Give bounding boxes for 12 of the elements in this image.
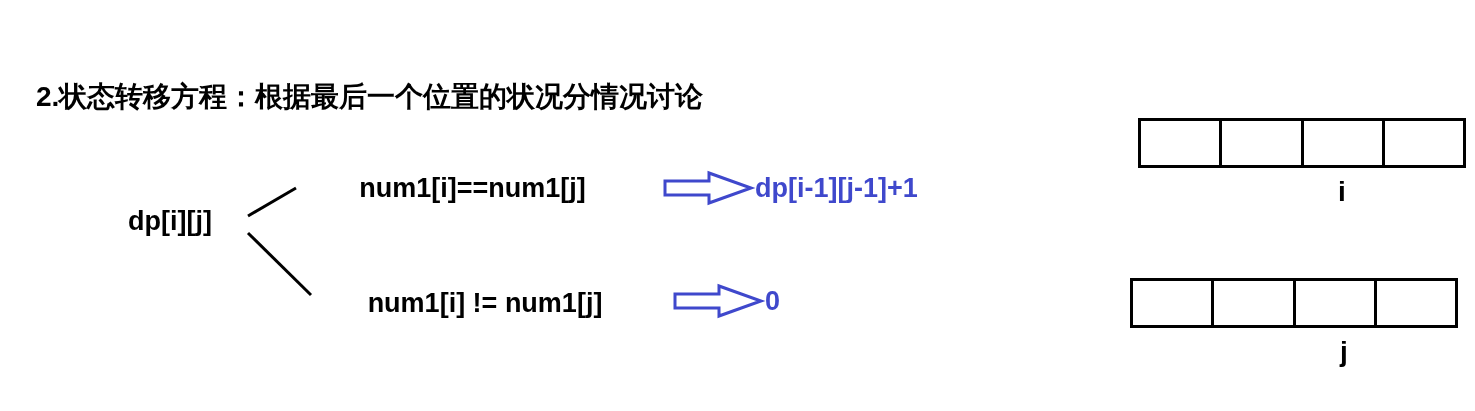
hollow-arrow bbox=[673, 283, 766, 319]
formula-text: dp[i][j] bbox=[128, 205, 212, 237]
formula-text: num1[i]==num1[j] bbox=[359, 172, 586, 204]
formula-text: 0 bbox=[765, 285, 781, 317]
index-label: i bbox=[1338, 176, 1346, 208]
formula-text: dp[i-1][j-1]+1 bbox=[755, 172, 918, 204]
branch-line bbox=[246, 231, 313, 297]
hollow-arrow bbox=[663, 170, 756, 206]
index-label: j bbox=[1340, 336, 1348, 368]
formula-text: num1[i] != num1[j] bbox=[367, 287, 603, 319]
branch-line bbox=[247, 186, 297, 218]
title: 2.状态转移方程：根据最后一个位置的状况分情况讨论 bbox=[36, 80, 704, 114]
